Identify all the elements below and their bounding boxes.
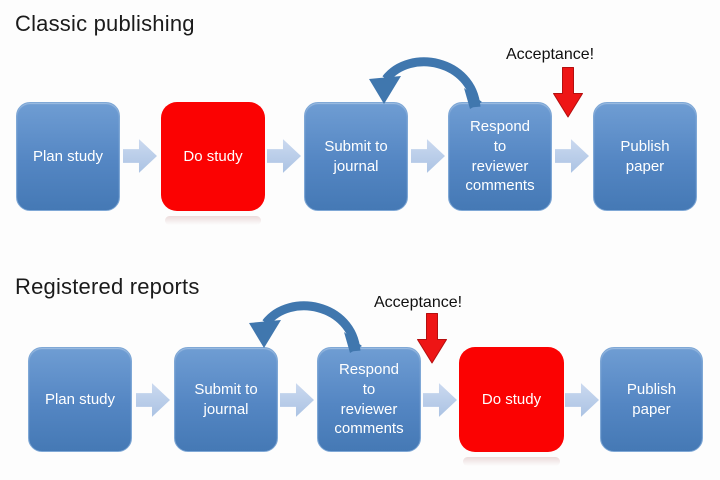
step-box-respond-comments: Respond to reviewer comments xyxy=(317,347,421,452)
step-box-do-study: Do study xyxy=(459,347,564,452)
flow-arrow-icon xyxy=(565,383,599,417)
step-box-submit-journal: Submit to journal xyxy=(304,102,408,211)
acceptance-label: Acceptance! xyxy=(374,294,463,311)
step-box-submit-journal: Submit to journal xyxy=(174,347,278,452)
flow-arrow-icon xyxy=(555,139,589,173)
loop-arrow-icon xyxy=(249,301,362,353)
section-title-registered: Registered reports xyxy=(15,274,200,299)
red-box-reflection xyxy=(463,457,560,466)
acceptance-label: Acceptance! xyxy=(506,46,595,63)
step-box-publish-paper: Publish paper xyxy=(600,347,703,452)
flow-arrow-icon xyxy=(280,383,314,417)
step-box-do-study: Do study xyxy=(161,102,265,211)
red-box-reflection xyxy=(165,216,261,225)
loop-arrow-icon xyxy=(369,57,482,109)
acceptance-arrow-icon xyxy=(417,313,447,364)
acceptance-arrow-icon xyxy=(553,67,583,118)
flow-arrow-icon xyxy=(411,139,445,173)
step-box-respond-comments: Respond to reviewer comments xyxy=(448,102,552,211)
step-box-plan-study: Plan study xyxy=(28,347,132,452)
step-box-publish-paper: Publish paper xyxy=(593,102,697,211)
section-title-classic: Classic publishing xyxy=(15,11,195,36)
flow-arrow-icon xyxy=(136,383,170,417)
flow-arrow-icon xyxy=(123,139,157,173)
flow-arrow-icon xyxy=(267,139,301,173)
step-box-plan-study: Plan study xyxy=(16,102,120,211)
flow-arrow-icon xyxy=(423,383,457,417)
